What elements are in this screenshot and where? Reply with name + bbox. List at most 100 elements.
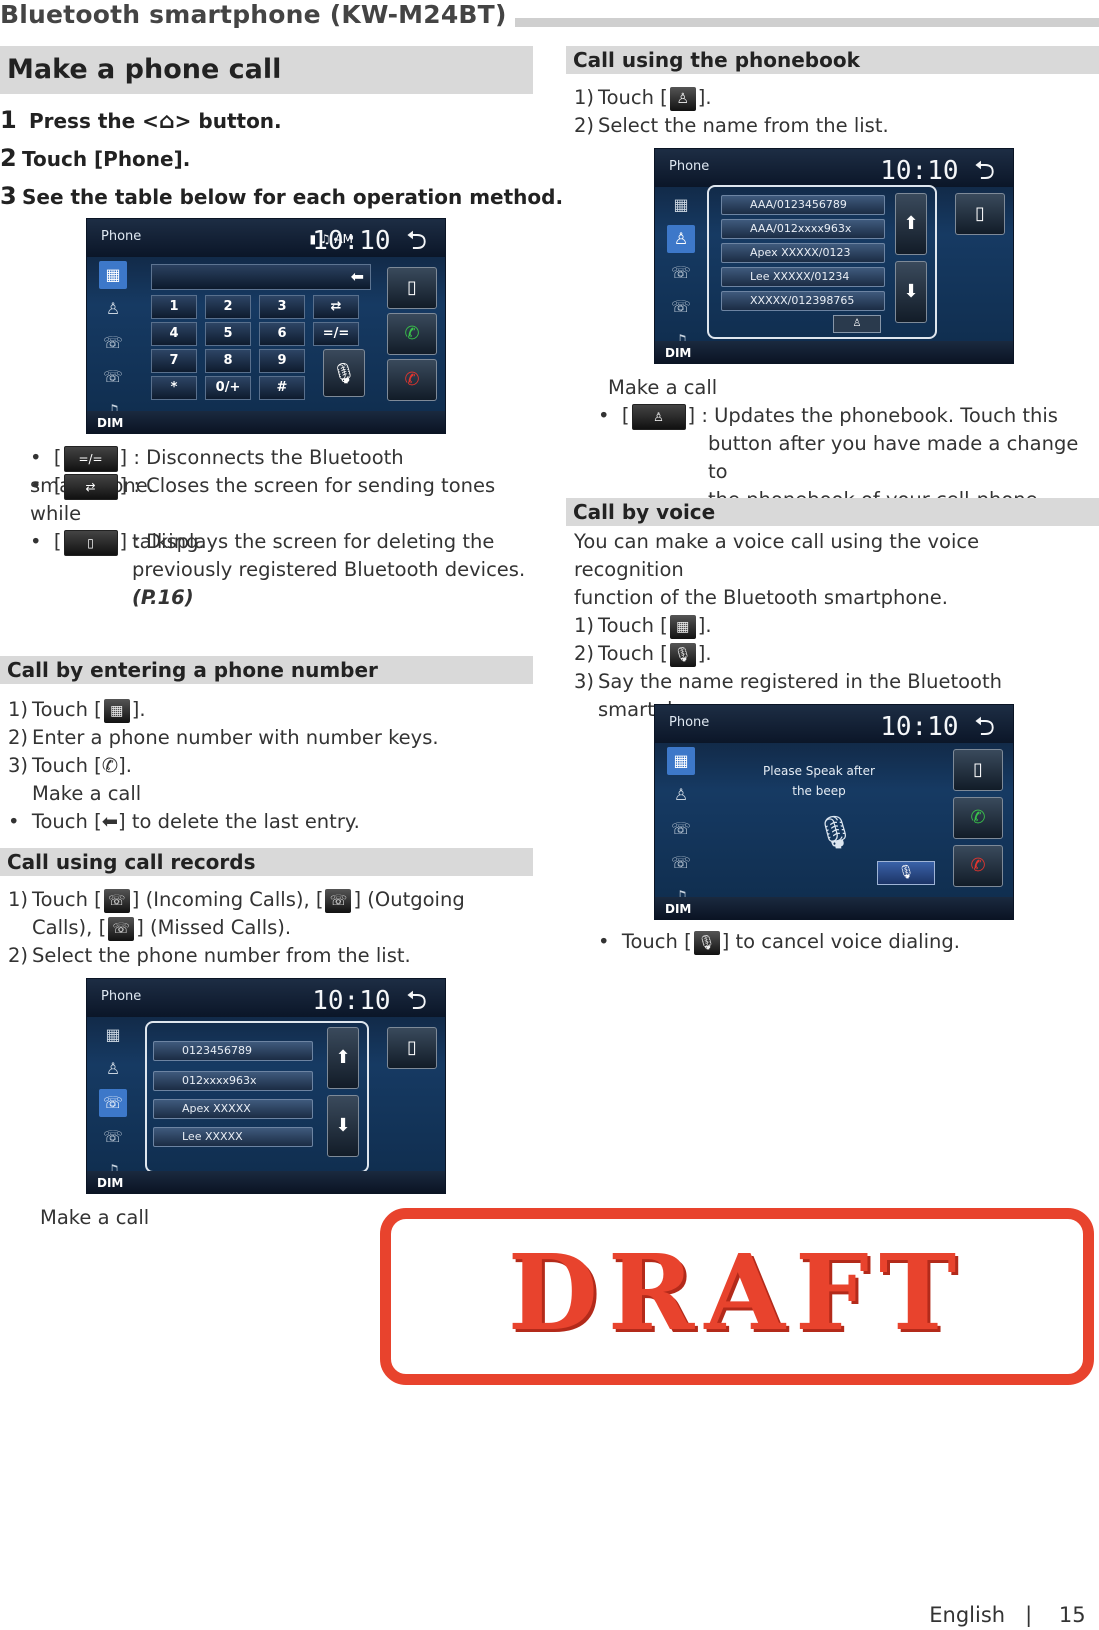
- dialpad-icon: ▦: [673, 195, 689, 214]
- dial-key: 2: [205, 295, 251, 319]
- hangup-icon: ✆: [953, 845, 1003, 887]
- section-title-make-call: Make a phone call: [0, 46, 533, 94]
- call-icon: ✆: [387, 313, 437, 355]
- dial-key: 1: [151, 295, 197, 319]
- list-item: Lee XXXXX: [153, 1127, 313, 1147]
- header-rule: [0, 18, 1099, 27]
- dialpad-icon: ▦: [667, 747, 695, 775]
- records-screenshot: Phone 10:10 ⮌ ▦ ♙ ☏ ☏ ♫ 0123456789 012xx…: [86, 978, 446, 1194]
- draft-stamp: DRAFT: [380, 1208, 1094, 1385]
- list-item: Apex XXXXX/0123: [721, 243, 885, 263]
- phonebook-icon: ♙: [667, 225, 695, 253]
- list-item: 012xxxx963x: [153, 1071, 313, 1091]
- bullet-delete-devices: • [▯] : Displays the screen for deleting…: [30, 529, 526, 609]
- outgoing-call-icon: ☏: [102, 367, 123, 386]
- status-icons: ▮ ♫ AM: [309, 232, 353, 246]
- dialpad-screenshot: Phone ▮ ♫ AM 10:10 ⮌ ▦ ♙ ☏ ☏ ♫ ⬅ 1234567…: [86, 218, 446, 434]
- list-item: Lee XXXXX/01234: [721, 267, 885, 287]
- phonebook-screenshot: Phone 10:10 ⮌ ▦ ♙ ☏ ☏ ♫ AAA/0123456789 A…: [654, 148, 1014, 364]
- hangup-icon: ✆: [387, 359, 437, 401]
- scroll-up-icon: ⬆: [895, 193, 927, 255]
- list-item: AAA/0123456789: [721, 195, 885, 215]
- page-number: 15: [1058, 1603, 1086, 1627]
- voice-steps: You can make a voice call using the voic…: [574, 530, 1002, 721]
- mic-icon: 🎙: [693, 930, 720, 955]
- scroll-down-icon: ⬇: [327, 1095, 359, 1157]
- section-phonebook: Call using the phonebook: [566, 46, 1099, 74]
- phonebook-icon: ♙: [105, 1059, 121, 1078]
- voice-screenshot: Phone 10:10 ⮌ ▦ ♙ ☏ ☏ ♫ Please Speak aft…: [654, 704, 1014, 920]
- scroll-up-icon: ⬆: [327, 1027, 359, 1089]
- device-icon: ▯: [387, 267, 437, 309]
- backspace-icon: ⬅: [101, 810, 119, 833]
- device-icon: ▯: [953, 749, 1003, 791]
- records-note: Make a call: [40, 1206, 150, 1229]
- phonebook-update-icon: ♙: [631, 403, 686, 430]
- call-icon: ✆: [101, 754, 119, 777]
- page-footer: English | 15: [929, 1603, 1086, 1627]
- home-icon: ⌂: [158, 109, 175, 134]
- incoming-call-icon: ☏: [103, 888, 130, 913]
- device-icon: ▯: [387, 1027, 437, 1069]
- list-item: 0123456789: [153, 1041, 313, 1061]
- phone-title: Phone: [101, 229, 142, 244]
- tones-icon: ⇄: [63, 473, 118, 500]
- step-1: 1 Press the <⌂> button.: [0, 106, 282, 134]
- section-call-records: Call using call records: [0, 848, 533, 876]
- dial-key: 3: [259, 295, 305, 319]
- mic-icon: 🎙: [323, 349, 365, 397]
- dial-key: 5: [205, 322, 251, 346]
- clock: 10:10 ⮌: [312, 226, 427, 256]
- device-icon: ▯: [955, 193, 1005, 235]
- bullet-close-tones: • [⇄] : Closes the screen for sending to…: [30, 473, 496, 553]
- dialpad-icon: ▦: [103, 698, 130, 723]
- dial-key: 9: [259, 349, 305, 373]
- phonebook-note: Make a call: [608, 376, 718, 399]
- list-item: AAA/012xxxx963x: [721, 219, 885, 239]
- phonebook-icon: ♙: [673, 785, 689, 804]
- dial-key: 6: [259, 322, 305, 346]
- outgoing-call-icon: ☏: [670, 853, 691, 872]
- cancel-voice-icon: 🎙: [877, 861, 935, 885]
- page-header: Bluetooth smartphone (KW-M24BT): [0, 0, 1099, 34]
- bullet-disconnect: • [=/=] : Disconnects the Bluetooth smar…: [30, 444, 520, 500]
- missed-call-icon: ☏: [108, 916, 135, 941]
- list-item: XXXXX/012398765: [721, 291, 885, 311]
- phonebook-icon: ♙: [105, 299, 121, 318]
- list-item: Apex XXXXX: [153, 1099, 313, 1119]
- phonebook-icon: ♙: [669, 86, 696, 111]
- dim-label: DIM: [97, 416, 124, 430]
- section-call-number: Call by entering a phone number: [0, 656, 533, 684]
- phonebook-steps: 1)Touch [♙]. 2)Select the name from the …: [574, 86, 889, 137]
- phonebook-update-icon: ♙: [833, 315, 881, 333]
- tones-icon: ⇄: [313, 295, 359, 319]
- outgoing-call-icon: ☏: [102, 1127, 123, 1146]
- dialpad-icon: ▦: [669, 614, 696, 639]
- dial-key: 0/+: [205, 376, 251, 400]
- scroll-down-icon: ⬇: [895, 261, 927, 323]
- device-delete-icon: ▯: [63, 529, 118, 556]
- dial-key: #: [259, 376, 305, 400]
- dialpad-icon: ▦: [99, 261, 127, 289]
- outgoing-call-icon: ☏: [670, 297, 691, 316]
- voice-prompt: Please Speak after the beep: [763, 764, 875, 798]
- disconnect-icon: =/=: [313, 322, 359, 346]
- section-voice: Call by voice: [566, 498, 1099, 526]
- mic-icon: 🎙: [815, 813, 856, 851]
- page-title: Bluetooth smartphone (KW-M24BT): [0, 0, 515, 30]
- outgoing-call-icon: ☏: [325, 888, 352, 913]
- call-icon: ✆: [953, 797, 1003, 839]
- incoming-call-icon: ☏: [102, 333, 123, 352]
- disconnect-icon: =/=: [63, 445, 118, 472]
- dial-key: *: [151, 376, 197, 400]
- dial-key: 4: [151, 322, 197, 346]
- phonebook-list: [707, 185, 937, 339]
- number-field: ⬅: [151, 264, 371, 290]
- records-steps: 1)Touch [☏] (Incoming Calls), [☏] (Outgo…: [8, 888, 465, 967]
- incoming-call-icon: ☏: [99, 1089, 127, 1117]
- dialpad-icon: ▦: [105, 1025, 121, 1044]
- dial-key: 8: [205, 349, 251, 373]
- incoming-call-icon: ☏: [670, 819, 691, 838]
